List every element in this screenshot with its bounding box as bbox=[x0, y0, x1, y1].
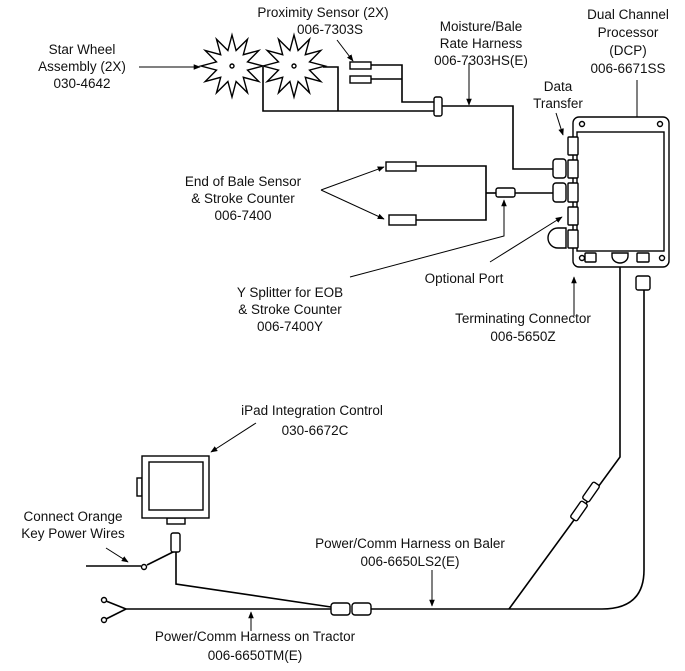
proximity-sensor-arrow bbox=[336, 39, 354, 62]
svg-text:006-5650Z: 006-5650Z bbox=[490, 329, 555, 344]
svg-text:& Stroke Counter: & Stroke Counter bbox=[191, 191, 295, 206]
key-power-label: Connect Orange Key Power Wires bbox=[21, 509, 125, 541]
eob-sensor bbox=[385, 161, 417, 172]
svg-text:006-7400: 006-7400 bbox=[214, 208, 271, 223]
star-wheel-hub bbox=[229, 63, 235, 69]
proximity-sensor-2 bbox=[349, 75, 372, 84]
tractor-connector bbox=[330, 602, 351, 616]
dcp-port-5 bbox=[567, 229, 579, 249]
ipad-control-label: iPad Integration Control 030-6672C bbox=[241, 403, 383, 438]
tractor-terminal-1 bbox=[100, 596, 108, 604]
svg-text:Processor: Processor bbox=[598, 25, 659, 40]
svg-text:End of Bale Sensor: End of Bale Sensor bbox=[185, 174, 302, 189]
svg-text:Y Splitter for EOB: Y Splitter for EOB bbox=[237, 285, 343, 300]
tractor-terminal-2 bbox=[100, 616, 108, 624]
eob-sensor-label: End of Bale Sensor & Stroke Counter 006-… bbox=[185, 174, 302, 223]
inline-connector-1 bbox=[582, 481, 600, 503]
ipad-integration-control bbox=[136, 455, 210, 525]
terminating-connector-label: Terminating Connector 006-5650Z bbox=[455, 311, 591, 344]
optional-port-label: Optional Port bbox=[425, 271, 504, 286]
optional-port bbox=[567, 206, 579, 226]
svg-text:(DCP): (DCP) bbox=[609, 43, 647, 58]
svg-text:030-6672C: 030-6672C bbox=[282, 423, 349, 438]
proximity-sensor-label: Proximity Sensor (2X) 006-7303S bbox=[257, 5, 388, 37]
svg-text:Power/Comm Harness on Tractor: Power/Comm Harness on Tractor bbox=[155, 629, 356, 644]
key-power-arrow bbox=[105, 547, 129, 563]
dcp-port-3 bbox=[567, 182, 579, 203]
svg-text:006-7303HS(E): 006-7303HS(E) bbox=[434, 53, 528, 68]
svg-text:& Stroke Counter: & Stroke Counter bbox=[238, 302, 342, 317]
harness-connector bbox=[433, 96, 443, 117]
ipad-control-arrow bbox=[210, 422, 257, 453]
svg-text:006-6650LS2(E): 006-6650LS2(E) bbox=[360, 554, 459, 569]
eob-arrow-bottom bbox=[320, 189, 385, 220]
data-transfer-label: Data Transfer bbox=[533, 79, 583, 111]
svg-text:030-4642: 030-4642 bbox=[53, 76, 110, 91]
y-splitter-label: Y Splitter for EOB & Stroke Counter 006-… bbox=[237, 285, 343, 334]
leader-arrows bbox=[105, 39, 640, 631]
optional-port-arrow bbox=[489, 216, 563, 263]
tractor-harness-label: Power/Comm Harness on Tractor 006-6650TM… bbox=[155, 629, 356, 663]
eob-arrow-top bbox=[320, 166, 385, 191]
proximity-sensor-1 bbox=[349, 61, 372, 70]
svg-text:Power/Comm Harness on Baler: Power/Comm Harness on Baler bbox=[315, 536, 505, 551]
svg-text:006-6671SS: 006-6671SS bbox=[590, 61, 665, 76]
svg-text:Star Wheel: Star Wheel bbox=[49, 42, 116, 57]
ipad-power-connector bbox=[170, 532, 181, 553]
svg-text:006-6650TM(E): 006-6650TM(E) bbox=[208, 648, 303, 663]
port-cap bbox=[547, 227, 567, 249]
svg-text:Connect Orange: Connect Orange bbox=[23, 509, 122, 524]
moisture-harness-label: Moisture/Bale Rate Harness 006-7303HS(E) bbox=[434, 19, 528, 68]
wires bbox=[86, 64, 645, 620]
baler-harness-label: Power/Comm Harness on Baler 006-6650LS2(… bbox=[315, 536, 505, 569]
svg-text:Moisture/Bale: Moisture/Bale bbox=[440, 19, 523, 34]
svg-text:Proximity Sensor (2X): Proximity Sensor (2X) bbox=[257, 5, 388, 20]
dual-channel-processor bbox=[547, 116, 670, 268]
svg-text:Dual Channel: Dual Channel bbox=[587, 7, 669, 22]
svg-text:Rate Harness: Rate Harness bbox=[440, 36, 523, 51]
baler-connector bbox=[351, 602, 372, 616]
key-power-terminal bbox=[140, 563, 148, 571]
svg-text:006-7303S: 006-7303S bbox=[297, 22, 363, 37]
star-wheel-assembly bbox=[198, 32, 328, 100]
stroke-counter-sensor bbox=[388, 214, 417, 226]
connectors bbox=[100, 61, 651, 624]
svg-text:006-7400Y: 006-7400Y bbox=[257, 319, 323, 334]
svg-text:Data: Data bbox=[544, 79, 573, 94]
y-splitter bbox=[495, 187, 516, 198]
y-splitter-arrow bbox=[349, 199, 507, 278]
inline-connector-2 bbox=[570, 500, 588, 522]
svg-text:Key Power Wires: Key Power Wires bbox=[21, 526, 125, 541]
star-wheel-hub bbox=[291, 63, 297, 69]
svg-text:Terminating Connector: Terminating Connector bbox=[455, 311, 591, 326]
terminating-connector bbox=[635, 275, 651, 291]
star-wheel-label: Star Wheel Assembly (2X) 030-4642 bbox=[38, 42, 126, 91]
data-transfer-arrow bbox=[555, 112, 564, 136]
svg-text:Assembly (2X): Assembly (2X) bbox=[38, 59, 126, 74]
dcp-port-2 bbox=[567, 159, 579, 179]
svg-text:Transfer: Transfer bbox=[533, 96, 583, 111]
data-transfer-port bbox=[567, 136, 579, 156]
dcp-label: Dual Channel Processor (DCP) 006-6671SS bbox=[587, 7, 669, 76]
svg-text:iPad Integration Control: iPad Integration Control bbox=[241, 403, 383, 418]
